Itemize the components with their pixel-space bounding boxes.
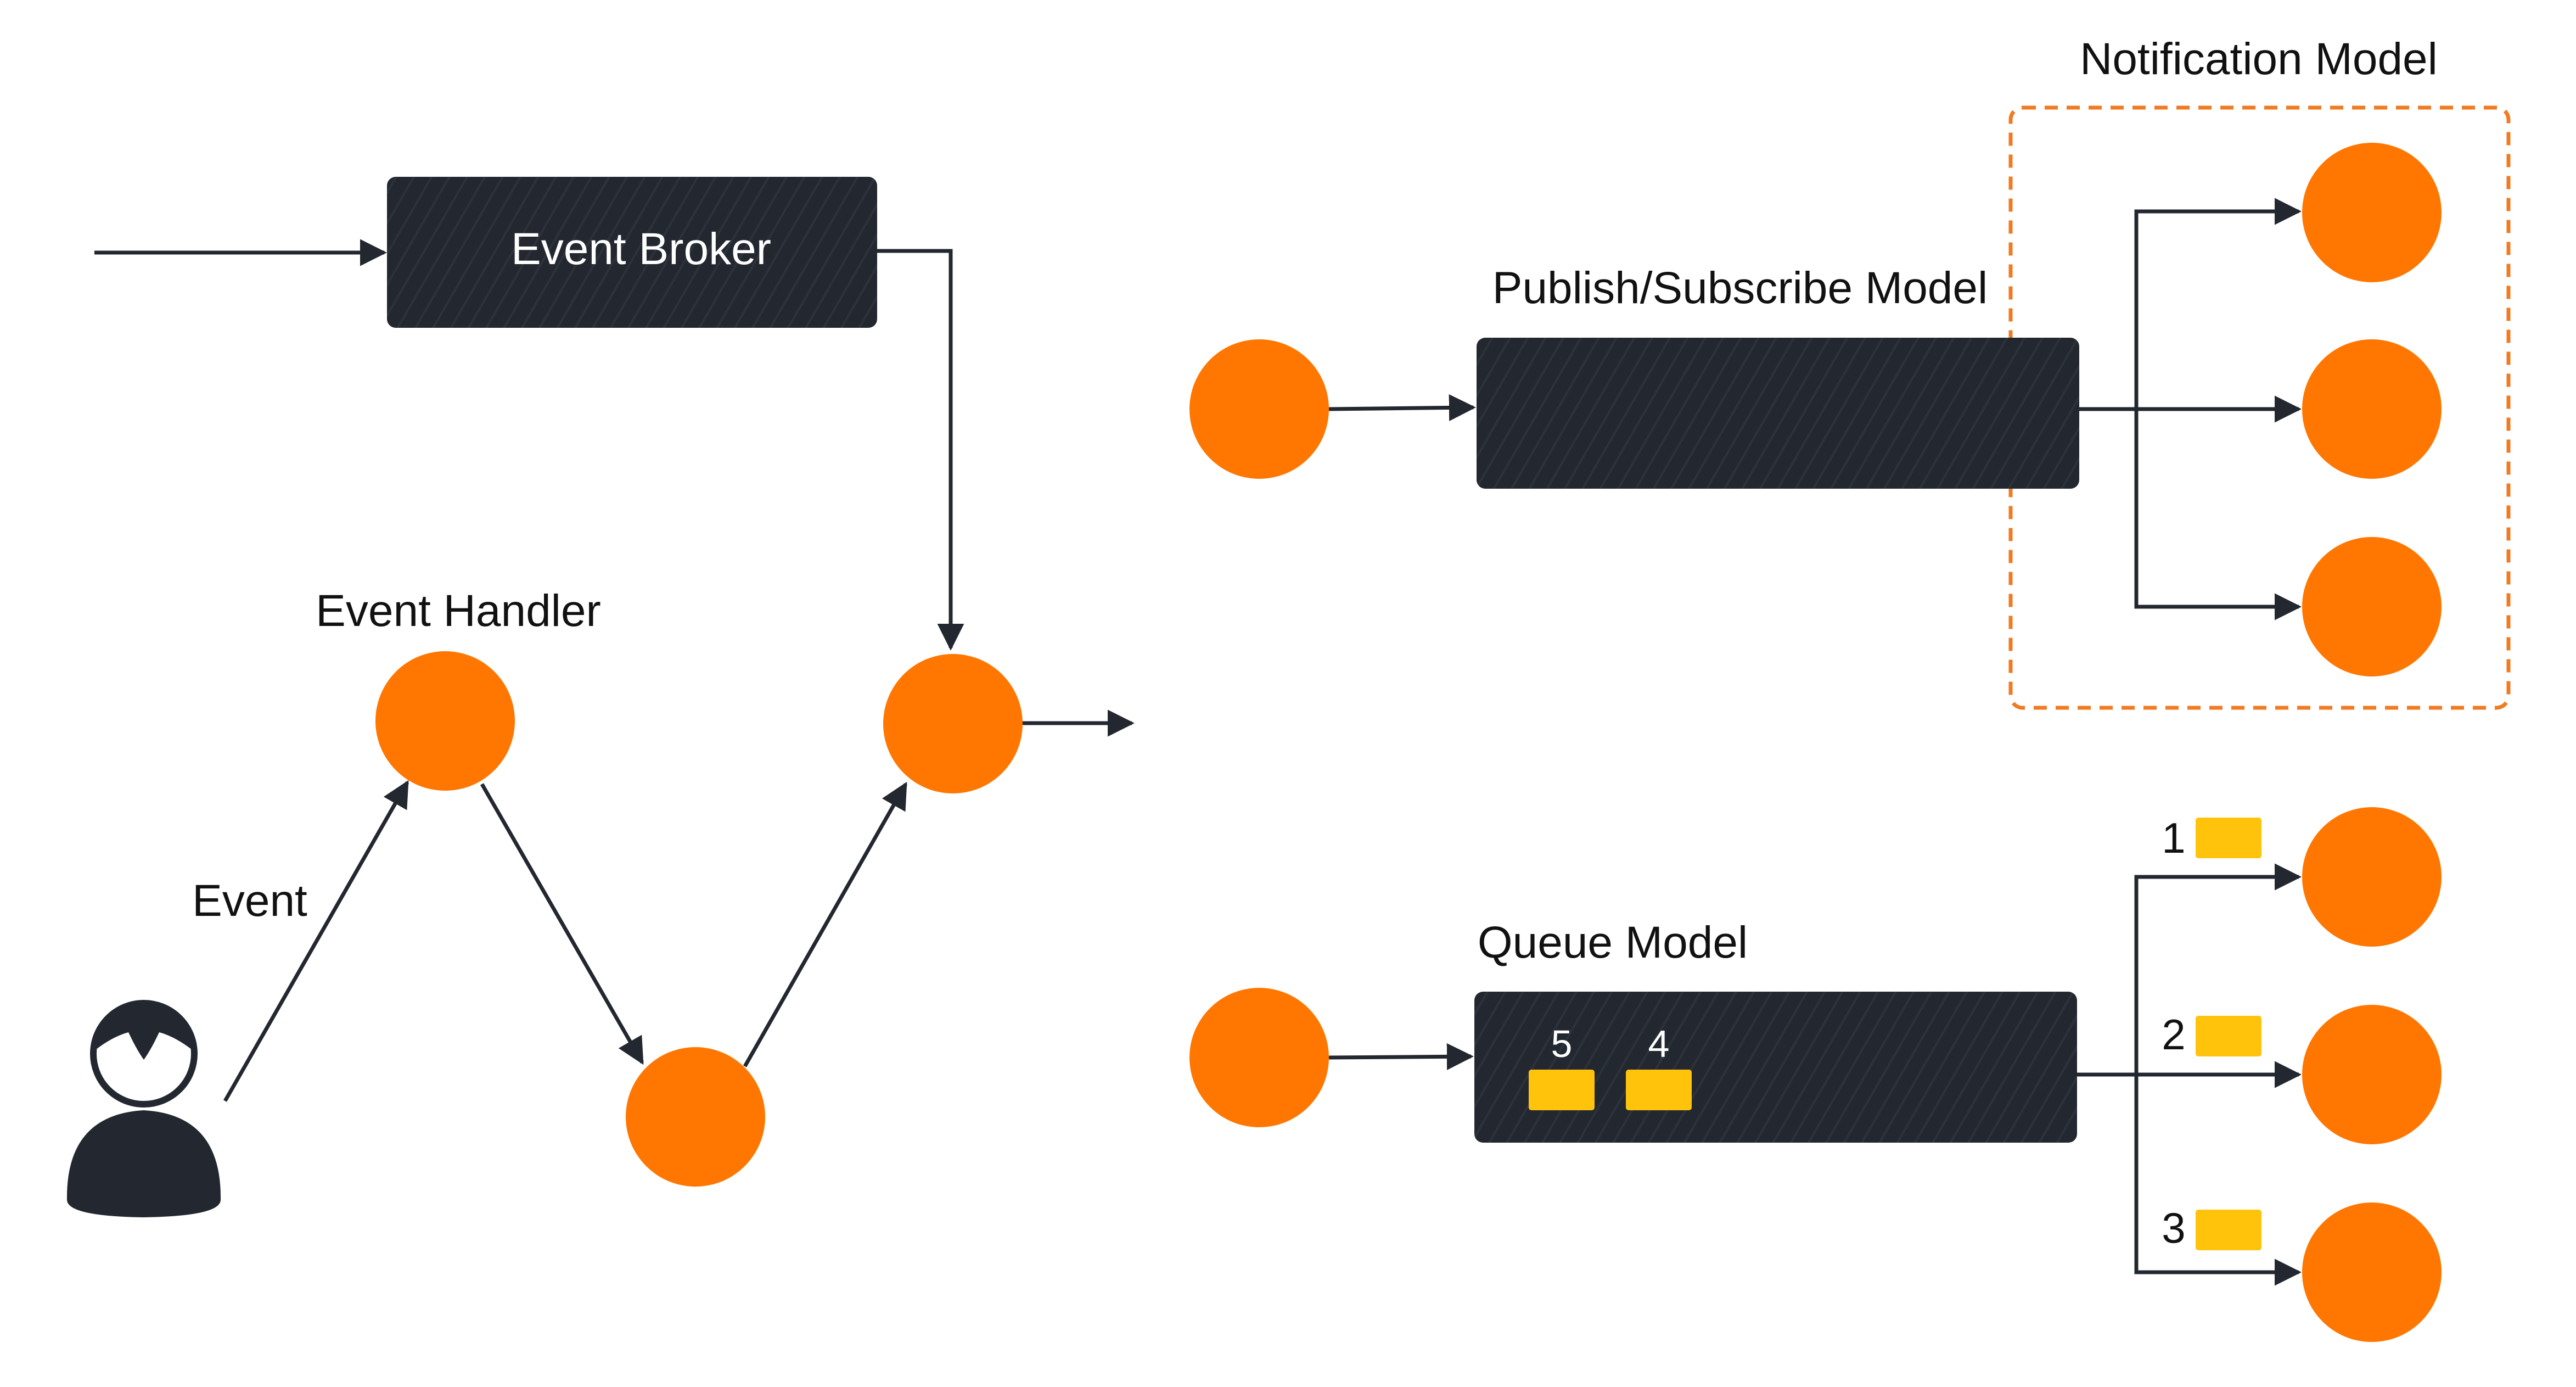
event-broker-box: Event Broker <box>387 177 877 328</box>
producer-arrow <box>1328 1043 1474 1070</box>
delivered-message-3: 3 <box>2162 1204 2261 1252</box>
queue-box <box>1474 992 2077 1143</box>
queue-model-label: Queue Model <box>1478 918 1748 967</box>
consumer-node-1 <box>2302 807 2442 947</box>
subscriber-node-2 <box>2302 339 2442 479</box>
producer-node <box>1189 988 1329 1127</box>
event-broker-label: Event Broker <box>511 224 771 274</box>
publisher-node <box>1189 339 1329 479</box>
queued-message-5: 5 <box>1529 1022 1595 1110</box>
queued-message-number: 4 <box>1648 1022 1670 1065</box>
queued-message-number: 5 <box>1551 1022 1573 1065</box>
event-handler-node <box>375 651 515 791</box>
event-handler-label: Event Handler <box>316 586 601 636</box>
publisher-arrow <box>1328 394 1476 422</box>
pubsub-model-label: Publish/Subscribe Model <box>1492 263 1988 313</box>
event-label: Event <box>192 876 307 926</box>
pubsub-broker-box <box>1477 338 2079 489</box>
subscriber-node-3 <box>2302 537 2442 676</box>
consumer-node-2 <box>2302 1005 2442 1144</box>
event-arrow-3 <box>743 781 908 1067</box>
broker-to-node-arrow <box>877 249 964 651</box>
consumer-node-3 <box>2302 1203 2442 1342</box>
delivery-number: 3 <box>2162 1204 2185 1252</box>
user-icon <box>66 1000 221 1217</box>
notification-model-label: Notification Model <box>2080 34 2438 84</box>
event-arrow-1 <box>223 780 409 1102</box>
event-arrow-2 <box>480 783 644 1065</box>
delivered-message-1: 1 <box>2162 814 2261 862</box>
queue-fanout-arrows <box>2077 863 2302 1286</box>
delivery-number: 1 <box>2162 814 2185 862</box>
event-node-bottom <box>626 1047 765 1187</box>
pubsub-fanout-arrows <box>2079 198 2302 620</box>
delivery-number: 2 <box>2162 1010 2185 1059</box>
subscriber-node-1 <box>2302 143 2442 282</box>
event-node-right <box>883 654 1023 793</box>
delivered-message-2: 2 <box>2162 1010 2261 1059</box>
queued-message-4: 4 <box>1626 1022 1692 1110</box>
